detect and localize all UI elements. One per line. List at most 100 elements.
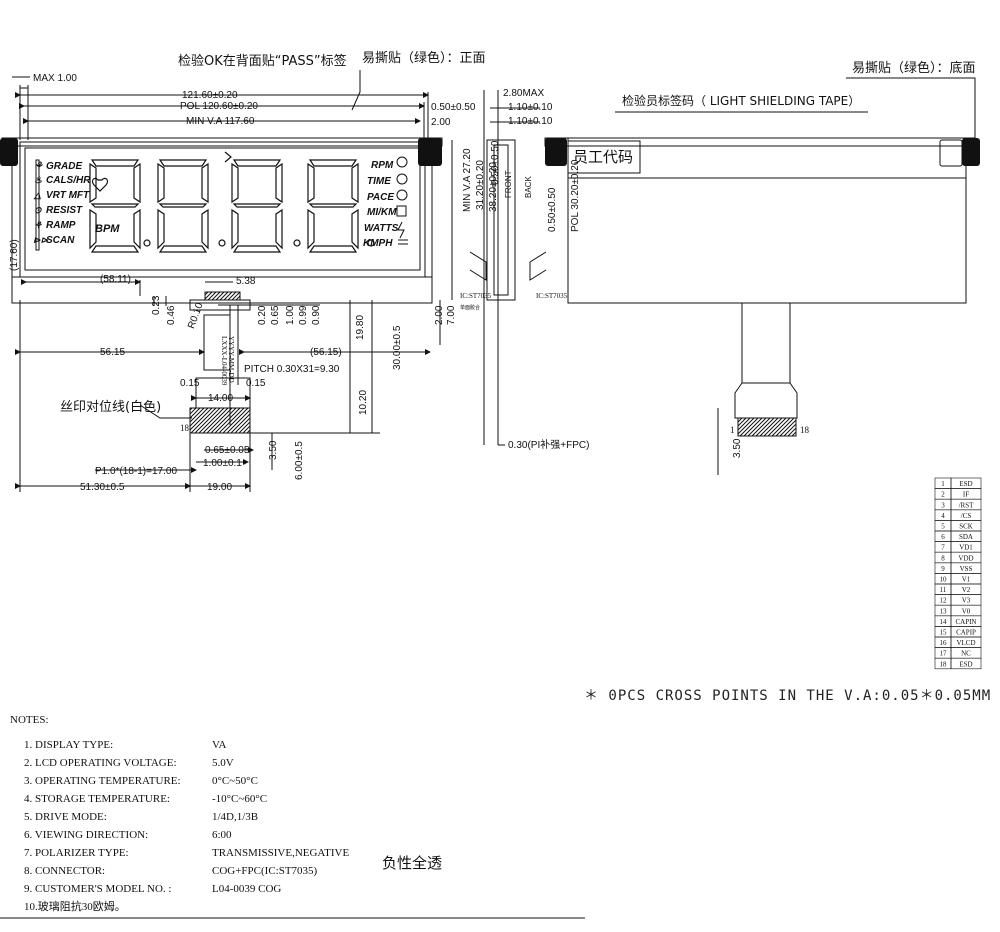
employee-code: 员工代码 — [573, 148, 633, 166]
pin-number: 13 — [940, 607, 948, 615]
pin-name: ESD — [959, 480, 972, 488]
dim-280: 2.80MAX — [503, 88, 544, 99]
lcd-label-time: TIME — [367, 176, 391, 187]
note-label: 10.玻璃阻抗30欧姆。 — [24, 899, 126, 913]
pin-name: IF — [963, 491, 969, 499]
dim-015a: 0.15 — [180, 378, 200, 389]
svg-text:LXXX-L04-0039: LXXX-L04-0039 — [220, 336, 228, 386]
lcd-label-grade: GRADE — [46, 161, 82, 172]
pin-1: 18 — [180, 423, 190, 433]
note-label: 5. DRIVE MODE: — [24, 811, 107, 823]
note-label: 1. DISPLAY TYPE: — [24, 739, 113, 751]
pin-name: CAPIN — [955, 618, 976, 626]
pin-name: V1 — [962, 576, 971, 584]
dim-350r: 3.50 — [732, 438, 743, 458]
pin-name: VLCD — [956, 639, 975, 647]
easy-tear-front-label: 易撕贴（绿色）：正面 — [362, 50, 486, 66]
svg-text:YYYY-MM-DD: YYYY-MM-DD — [227, 336, 235, 383]
lcd-label-pace: PACE — [367, 192, 394, 203]
note-value: TRANSMISSIVE,NEGATIVE — [212, 847, 349, 859]
pin-number: 8 — [941, 554, 945, 562]
pin-number: 10 — [940, 576, 948, 584]
dim-pitch: PITCH 0.30X31=9.30 — [244, 364, 340, 375]
dim-r010: R0.10 — [186, 301, 206, 330]
dim-050: 0.50±0.50 — [431, 102, 476, 113]
dim-1020: 10.20 — [358, 390, 369, 415]
note-value: -10°C~60°C — [212, 793, 267, 805]
pin-number: 4 — [941, 512, 945, 520]
lcd-label-mikm: MI/KM — [367, 207, 397, 218]
pin-number: 5 — [941, 523, 945, 531]
note-label: 6. VIEWING DIRECTION: — [24, 829, 148, 841]
pass-label: 检验OK在背面贴“PASS”标签 — [178, 53, 347, 69]
dim-pol3020: POL 30.20±0.20 — [570, 159, 581, 232]
lcd-label-watts: WATTS — [364, 223, 399, 234]
pass-leader — [351, 70, 361, 111]
svg-text:⊳⊳: ⊳⊳ — [33, 235, 49, 245]
pin-number: 1 — [941, 480, 945, 488]
note-value: COG+FPC(IC:ST7035) — [212, 865, 318, 877]
dim-p18: P1.0*(18-1)=17.00 — [95, 466, 177, 477]
lcd-label-bpm: BPM — [95, 223, 120, 235]
ic-label-right: IC:ST7035 — [536, 292, 568, 300]
note-value: 6:00 — [212, 829, 232, 841]
dim-020: 0.20 — [257, 305, 268, 325]
note-label: 8. CONNECTOR: — [24, 865, 105, 877]
dim-350: 3.50 — [268, 440, 279, 460]
pin-name: V2 — [962, 586, 971, 594]
dim-099: 0.99 — [298, 305, 309, 325]
pin-name: SCK — [959, 523, 973, 531]
dim-5811: (58.11) — [100, 274, 131, 285]
svg-text:⊙: ⊙ — [34, 205, 42, 215]
pin-number: 18 — [940, 660, 948, 668]
easy-tear-back-label: 易撕贴（绿色）：底面 — [852, 60, 976, 76]
lcd-label-rpm: RPM — [371, 160, 394, 171]
dim-065: 0.65 — [270, 305, 281, 325]
pin-name: V0 — [962, 607, 971, 615]
svg-text:⚘: ⚘ — [34, 161, 43, 172]
silkscreen-line-label: 丝印对位线(白色) — [60, 399, 161, 415]
dim-050s: 0.50±0.50 — [490, 140, 501, 185]
note-value: 5.0V — [212, 757, 234, 769]
svg-text:⚘: ⚘ — [34, 220, 43, 230]
pin-1r: 1 — [730, 425, 735, 435]
dim-046: 0.46 — [166, 305, 177, 325]
dim-023: 0.23 — [151, 295, 162, 315]
pin-18r: 18 — [800, 425, 810, 435]
dim-700: 7.00 — [446, 305, 457, 325]
note-label: 7. POLARIZER TYPE: — [24, 847, 129, 859]
note-label: 4. STORAGE TEMPERATURE: — [24, 793, 170, 805]
dim-va2720: MIN V.A 27.20 — [462, 148, 473, 212]
lcd-label-vrtmft: VRT MFT — [46, 190, 90, 201]
dim-5615b: (56.15) — [310, 347, 342, 358]
dim-100: 1.00 — [285, 305, 296, 325]
dim-600: 6.00±0.5 — [294, 441, 305, 480]
lcd-front-view: GRADE CALS/HR VRT MFT RESIST RAMP SCAN ⚘… — [0, 137, 443, 304]
dim-100b: 1.00±0.1 — [203, 458, 242, 469]
notes: NOTES: 1. DISPLAY TYPE:VA2. LCD OPERATIN… — [0, 714, 585, 919]
dim-1900: 19.00 — [207, 482, 232, 493]
pin-number: 12 — [940, 597, 948, 605]
pin-name: /RST — [959, 501, 975, 509]
note-value: 1/4D,1/3B — [212, 811, 258, 823]
pin-number: 14 — [940, 618, 948, 626]
note-value: L04-0039 COG — [212, 883, 281, 895]
pin-number: 15 — [940, 629, 948, 637]
pin-name: VD1 — [959, 544, 973, 552]
note-label: 3. OPERATING TEMPERATURE: — [24, 775, 181, 787]
lcd-label-resist: RESIST — [46, 205, 83, 216]
note-value: 0°C~50°C — [212, 775, 258, 787]
tiny-cn: 单面胶合 — [460, 304, 480, 311]
back-label: BACK — [524, 176, 533, 198]
note-value: VA — [212, 739, 227, 751]
dim-1400: 14.00 — [208, 393, 233, 404]
ic-label-left: IC:ST7035 — [460, 292, 492, 300]
dim-3120: 31.20±0.20 — [475, 160, 486, 210]
dim-030: 0.30(PI补强+FPC) — [508, 438, 589, 451]
pin-name: ESD — [959, 660, 972, 668]
inspector-label: 检验员标签码（ LIGHT SHIELDING TAPE） — [622, 93, 860, 108]
pin-number: 9 — [941, 565, 945, 573]
dim-1980: 19.80 — [355, 315, 366, 340]
